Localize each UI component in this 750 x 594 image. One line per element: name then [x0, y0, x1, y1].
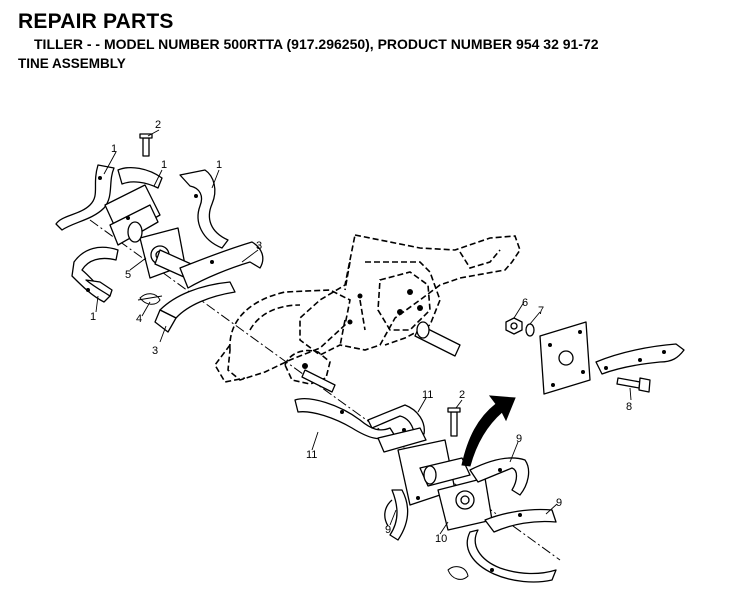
callout-9-left: 9	[385, 524, 391, 536]
axle-shaft	[89, 219, 561, 561]
callout-2-top: 2	[155, 119, 161, 131]
callout-6: 6	[522, 297, 528, 309]
callout-4: 4	[136, 313, 142, 325]
callout-9-right: 9	[556, 497, 562, 509]
callout-1-upper-right: 1	[216, 159, 222, 171]
direction-arrow	[461, 395, 516, 467]
callout-1-upper-left: 1	[111, 143, 117, 155]
left-tine-set	[55, 133, 264, 333]
callout-1-upper-middle: 1	[161, 159, 167, 171]
callout-3-upper: 3	[256, 240, 262, 252]
hub-plate-assembly	[505, 317, 685, 395]
callout-10: 10	[435, 533, 447, 545]
callout-numbers: 1 1 1 1 2 2 3 3 4 5 6 7 8 9 9 9 10 11 11	[90, 119, 632, 545]
callout-11-upper: 11	[422, 389, 433, 401]
callout-8: 8	[626, 401, 632, 413]
tiller-body-outline	[214, 234, 521, 385]
callout-9-top: 9	[516, 433, 522, 445]
callout-2-right: 2	[459, 389, 465, 401]
section-title: TINE ASSEMBLY	[18, 56, 126, 71]
callout-1-lower-left: 1	[90, 311, 96, 323]
page-title: REPAIR PARTS	[18, 10, 174, 33]
callout-7: 7	[538, 305, 544, 317]
model-subtitle: TILLER - - MODEL NUMBER 500RTTA (917.296…	[34, 36, 599, 52]
right-tine-set	[294, 398, 557, 583]
callout-5: 5	[125, 269, 131, 281]
callout-11-lower: 11	[306, 449, 317, 461]
leader-lines	[95, 129, 632, 535]
callout-3-lower: 3	[152, 345, 158, 357]
